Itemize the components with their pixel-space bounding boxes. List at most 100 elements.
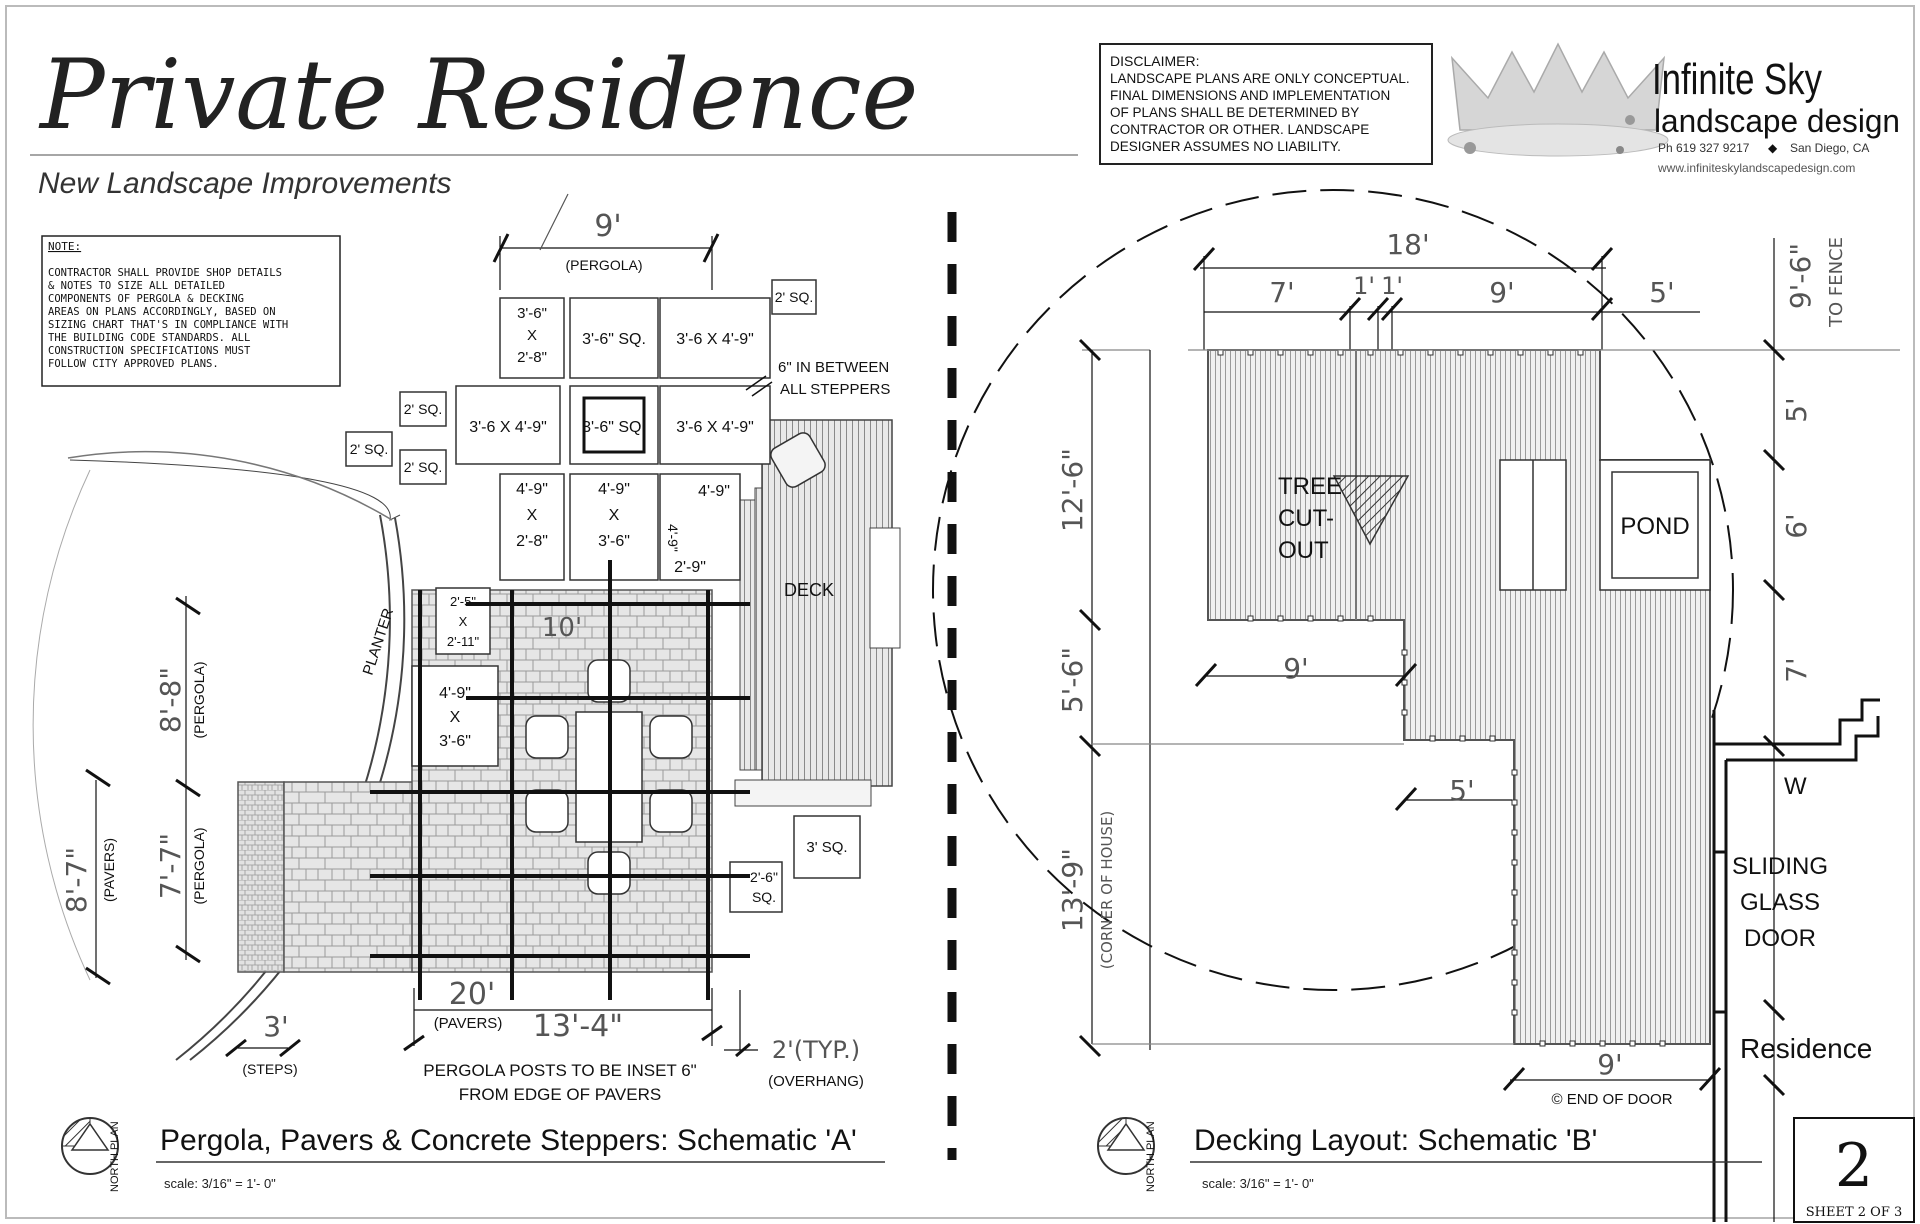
note-line: COMPONENTS OF PERGOLA & DECKING	[48, 293, 244, 305]
stepper: 3'-6 X 4'-9"	[455, 385, 561, 465]
stepper: 2' SQ.	[771, 279, 817, 315]
dim-8-7: 8'-7"	[60, 847, 93, 913]
dim-pergola-vert: (PERGOLA)	[191, 661, 207, 738]
svg-text:3' SQ.: 3' SQ.	[806, 839, 847, 856]
disclaimer-line: CONTRACTOR OR OTHER. LANDSCAPE	[1110, 122, 1369, 137]
stepper: 3'-6 X 4'-9"	[659, 297, 771, 379]
sliding-door-label: GLASS	[1740, 889, 1820, 916]
dim-1a: 1'	[1353, 272, 1375, 300]
sliding-door-label: DOOR	[1744, 925, 1816, 952]
disclaimer-line: FINAL DIMENSIONS AND IMPLEMENTATION	[1110, 88, 1390, 103]
svg-text:2'-5": 2'-5"	[450, 594, 476, 609]
company-city: San Diego, CA	[1790, 141, 1869, 155]
note-line: & NOTES TO SIZE ALL DETAILED	[48, 280, 225, 292]
stepper-grid: 3'-6" X 2'-8" 3'-6" SQ. 3'-6 X 4'-9" 3'-…	[345, 279, 861, 913]
svg-text:SQ.: SQ.	[752, 889, 776, 905]
dim-5-mid: 5'	[1449, 774, 1475, 807]
pergola-beams	[370, 560, 750, 1000]
sliding-door-label: SLIDING	[1732, 853, 1828, 880]
stepper: 3'-6" SQ.	[569, 297, 659, 379]
schematic-a-title: Pergola, Pavers & Concrete Steppers: Sch…	[160, 1124, 857, 1157]
dim-1b: 1'	[1381, 272, 1403, 300]
north-label: NORTH PLAN	[1145, 1121, 1157, 1192]
plan-b: POND TREE CUT- OUT W SLIDING GLASS DOOR …	[932, 189, 1900, 1222]
svg-text:3'-6 X 4'-9": 3'-6 X 4'-9"	[676, 331, 754, 348]
sheet-number: 2	[1835, 1131, 1873, 1201]
svg-text:2'-11": 2'-11"	[447, 634, 480, 649]
deck-a: DECK	[734, 419, 901, 807]
dim-9-mid: 9'	[1283, 652, 1309, 685]
dim-12-6: 12'-6"	[1056, 448, 1089, 532]
svg-text:X: X	[459, 614, 468, 629]
svg-text:CUT-: CUT-	[1278, 505, 1334, 532]
dim-pergola-vert2: (PERGOLA)	[191, 827, 207, 904]
svg-text:3'-6": 3'-6"	[598, 533, 630, 550]
note-line: SIZING CHART THAT'S IN COMPLIANCE WITH	[48, 319, 288, 331]
page-subtitle: New Landscape Improvements	[38, 167, 452, 200]
svg-text:4'-9": 4'-9"	[665, 524, 681, 552]
svg-text:X: X	[609, 507, 620, 524]
posts-note: FROM EDGE OF PAVERS	[459, 1085, 661, 1104]
dim-5-right: 5'	[1780, 397, 1813, 423]
stepper: 3' SQ.	[793, 815, 861, 879]
crown-icon	[1450, 42, 1666, 131]
north-label: NORTH PLAN	[109, 1121, 121, 1192]
deck-label: DECK	[784, 580, 834, 600]
leader-line	[751, 381, 773, 397]
svg-text:2' SQ.: 2' SQ.	[404, 459, 442, 475]
company-phone: Ph 619 327 9217	[1658, 141, 1750, 155]
dim-9-top: 9'	[1489, 276, 1515, 309]
stepper: 3'-6 X 4'-9"	[659, 385, 771, 465]
note-line: CONSTRUCTION SPECIFICATIONS MUST	[48, 345, 251, 357]
between-label: ALL STEPPERS	[780, 381, 890, 398]
stepper: 2' SQ.	[345, 431, 393, 467]
dimension-lines-b	[1078, 238, 1900, 1222]
svg-text:X: X	[527, 507, 538, 524]
disclaimer-heading: DISCLAIMER:	[1110, 53, 1199, 69]
page-title: Private Residence	[38, 39, 918, 151]
chair-icon	[770, 432, 826, 488]
leader-line	[745, 375, 767, 391]
svg-text:2' SQ.: 2' SQ.	[775, 289, 813, 305]
dim-ten: 10'	[542, 613, 582, 643]
dim-pavers-len: 20'	[449, 977, 495, 1012]
dim-to-fence: TO FENCE	[1826, 237, 1847, 328]
w-label: W	[1784, 773, 1807, 800]
svg-text:3'-6" SQ.: 3'-6" SQ.	[582, 419, 646, 436]
svg-text:3'-6": 3'-6"	[517, 305, 547, 322]
planter-wall	[69, 459, 401, 521]
schematic-b-title: Decking Layout: Schematic 'B'	[1194, 1124, 1597, 1157]
stepper: 2' SQ.	[399, 391, 447, 427]
chair-icon	[649, 715, 693, 759]
svg-text:4'-9": 4'-9"	[516, 481, 548, 498]
dim-corner: (CORNER OF HOUSE)	[1098, 811, 1116, 970]
svg-text:X: X	[450, 709, 461, 726]
stepper: 3'-6" SQ.	[569, 385, 659, 465]
tree-canopy-circle	[932, 189, 1734, 991]
stepper: 4'-9" X 3'-6"	[411, 665, 499, 767]
svg-text:4'-9": 4'-9"	[698, 483, 730, 500]
end-of-door: © END OF DOOR	[1551, 1091, 1672, 1108]
stepper: 4'-9" 4'-9" 2'-9"	[659, 473, 741, 581]
dim-overhang-label: (OVERHANG)	[768, 1073, 864, 1090]
svg-text:TREE: TREE	[1278, 473, 1342, 500]
residence-wall	[1712, 698, 1880, 1222]
dim-8-8: 8'-8"	[154, 667, 187, 733]
dim-6-right: 6'	[1780, 513, 1813, 539]
svg-text:4'-9": 4'-9"	[598, 481, 630, 498]
stepper: 4'-9" X 2'-8"	[499, 473, 565, 581]
dim-9-bottom: 9'	[1597, 1048, 1623, 1081]
north-arrow-a: NORTH PLAN	[61, 1117, 121, 1192]
svg-text:2'-8": 2'-8"	[516, 533, 548, 550]
dim-5-top: 5'	[1649, 276, 1675, 309]
tree-cutout: TREE CUT- OUT	[1278, 473, 1410, 564]
diamond-icon: ◆	[1768, 141, 1778, 155]
dim-overhang: 2'(TYP.)	[772, 1036, 860, 1064]
residence-label: Residence	[1740, 1033, 1872, 1064]
svg-text:3'-6" SQ.: 3'-6" SQ.	[582, 331, 646, 348]
dim-pavers-label: (PAVERS)	[434, 1015, 503, 1032]
note-box: NOTE: CONTRACTOR SHALL PROVIDE SHOP DETA…	[41, 235, 341, 387]
plan-a: DECK 3'-6" X 2'-8" 3'-6" SQ. 3'-6 X 4'-9…	[32, 193, 901, 1192]
note-heading: NOTE:	[48, 240, 81, 253]
